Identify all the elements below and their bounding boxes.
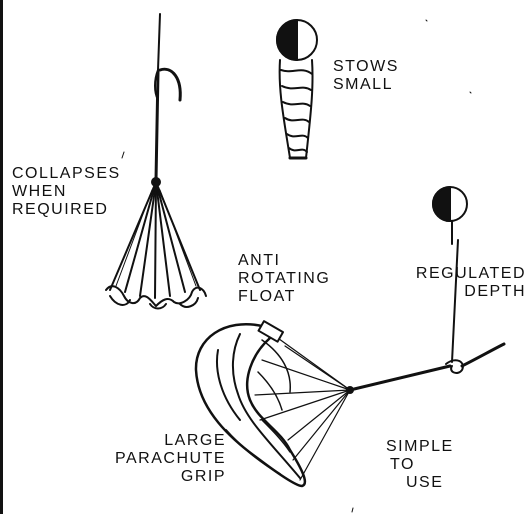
label-line: WHEN bbox=[12, 183, 121, 201]
label-line: ROTATING bbox=[238, 270, 330, 288]
label-line: COLLAPSES bbox=[12, 165, 121, 183]
label-anti-rotating-float: ANTI ROTATING FLOAT bbox=[238, 252, 330, 306]
label-line: FLOAT bbox=[238, 288, 330, 306]
label-line: REGULATED bbox=[396, 265, 526, 283]
label-simple-to-use: SIMPLE TO USE bbox=[386, 438, 454, 492]
collapsed-parachute-icon bbox=[106, 14, 206, 309]
label-line: ANTI bbox=[238, 252, 330, 270]
label-stows-small: STOWS SMALL bbox=[333, 58, 399, 94]
label-line: SMALL bbox=[333, 76, 399, 94]
label-line: SIMPLE bbox=[386, 438, 454, 456]
label-line: REQUIRED bbox=[12, 201, 121, 219]
label-line: LARGE bbox=[90, 432, 226, 450]
label-line: USE bbox=[386, 474, 454, 492]
label-collapses-when-required: COLLAPSES WHEN REQUIRED bbox=[12, 165, 121, 219]
label-regulated-depth: REGULATED DEPTH bbox=[396, 265, 526, 301]
label-large-parachute-grip: LARGE PARACHUTE GRIP bbox=[90, 432, 226, 486]
label-line: PARACHUTE bbox=[90, 450, 226, 468]
label-line: GRIP bbox=[90, 468, 226, 486]
label-line: DEPTH bbox=[396, 283, 526, 301]
buoy-float-icon bbox=[433, 187, 467, 244]
stowed-anchor-icon bbox=[277, 20, 317, 158]
label-line: TO bbox=[386, 456, 454, 474]
label-line: STOWS bbox=[333, 58, 399, 76]
